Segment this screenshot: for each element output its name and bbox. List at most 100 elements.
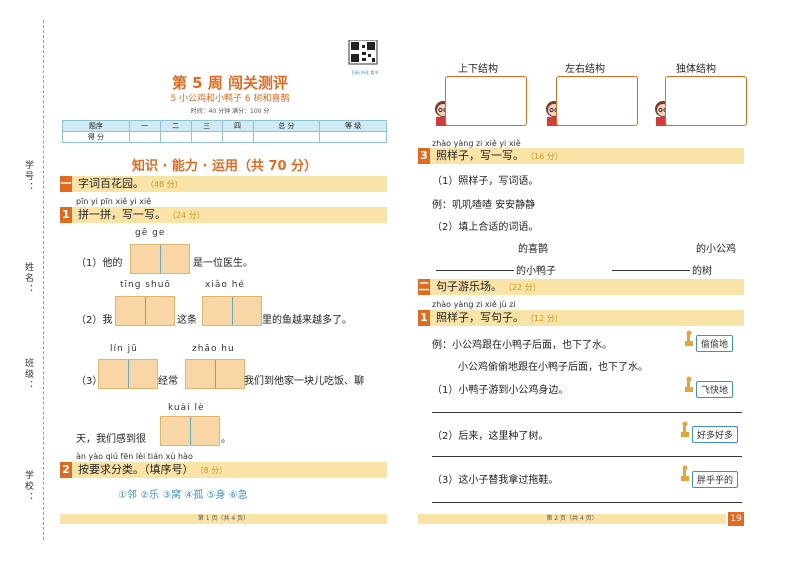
question-points: （12 分） <box>530 314 563 323</box>
score-cell[interactable] <box>221 131 254 143</box>
name-label: 姓名： <box>23 262 33 295</box>
answer-box[interactable] <box>445 76 527 126</box>
question-points: （8 分） <box>199 466 228 475</box>
q3-example: 例：叽叽喳喳 安安静静 <box>432 200 536 211</box>
example-sentence: 例：小公鸡跟在小鸭子后面，也下了水。 <box>432 340 612 351</box>
item-text: 经常 <box>158 376 178 387</box>
sentence-prompt: （3）这小子替我拿过拖鞋。 <box>432 475 559 486</box>
fill-blank[interactable] <box>612 260 690 271</box>
question-pinyin: àn yào qiú fēn lèi tián xù hào <box>76 452 193 461</box>
student-no-label: 学号： <box>23 160 33 193</box>
pinyin-prompt: gē ge <box>135 228 166 238</box>
pinyin-prompt: xiǎo hé <box>205 280 245 290</box>
q4-bar: 1 照样子，写句子。 （12 分） <box>418 310 744 326</box>
question-number: 1 <box>60 207 72 223</box>
page-meta: 时间：40 分钟 满分：100 分 <box>190 108 270 115</box>
pinyin-prompt: lín jū <box>110 344 138 354</box>
part-points: （22 分） <box>508 283 541 292</box>
structure-header: 独体结构 <box>676 64 716 75</box>
score-header: 二 <box>159 120 192 132</box>
pinyin-prompt: zhāo hu <box>192 344 235 354</box>
score-cell[interactable] <box>159 131 192 143</box>
fill-word: 的小公鸡 <box>696 244 736 255</box>
item-text: 我们到他家一块儿吃饭、聊 <box>244 376 364 387</box>
answer-box[interactable] <box>556 76 638 126</box>
structure-header: 左右结构 <box>565 64 605 75</box>
score-header: 题序 <box>62 120 130 132</box>
item-text: 。 <box>221 434 231 445</box>
fill-word: 的树 <box>692 266 712 277</box>
writing-grid[interactable] <box>130 244 190 274</box>
answer-box[interactable] <box>665 76 747 126</box>
school-label: 学校： <box>23 470 33 503</box>
fill-word: 的小鸭子 <box>516 266 556 277</box>
score-header: 三 <box>190 120 223 132</box>
score-row-label: 得 分 <box>62 131 130 143</box>
item-text: （3） <box>76 376 103 387</box>
answer-line[interactable] <box>432 502 742 503</box>
option-list: ①邻 ②乐 ③窝 ④孤 ⑤身 ⑥急 <box>118 490 248 501</box>
page-footer: 第 2 页（共 4 页） <box>418 514 726 524</box>
q3-bar: 3 照样子，写一写。 （16 分） <box>418 148 744 164</box>
item-text: （1）他的 <box>76 258 123 269</box>
class-label: 班级： <box>23 358 33 391</box>
q3-sub1: （1）照样子，写词语。 <box>432 176 539 187</box>
writing-grid[interactable] <box>98 359 158 389</box>
page-subtitle: 5 小公鸡和小鸭子 6 树和喜鹊 <box>170 94 290 104</box>
word-tag: 好多好多 <box>692 426 739 443</box>
question-title: 照样子，写一写。 <box>436 149 524 162</box>
item-text: （2）我 <box>76 315 113 326</box>
score-cell[interactable] <box>128 131 161 143</box>
part2-bar: 二句子游乐场。 （22 分） <box>418 279 744 295</box>
score-table: 题序 一 二 三 四 总 分 等 级 得 分 <box>62 120 387 143</box>
q3-sub2: （2）填上合适的词语。 <box>432 222 539 233</box>
question-title: 按要求分类。（填序号） <box>78 463 194 476</box>
fill-word: 的喜鹊 <box>518 244 548 255</box>
part-points: （48 分） <box>150 180 183 189</box>
word-tag: 偷偷地 <box>696 335 734 352</box>
giraffe-icon <box>681 465 689 481</box>
item-text: 这条 <box>177 315 197 326</box>
giraffe-icon <box>685 330 693 346</box>
part-title: 句子游乐场。 <box>436 280 502 293</box>
question-points: （24 分） <box>172 211 205 220</box>
part-title: 字词百花园。 <box>78 177 144 190</box>
item-text: 是一位医生。 <box>193 258 253 269</box>
pinyin-prompt: tīng shuō <box>120 280 171 290</box>
binding-line <box>43 20 44 540</box>
question-pinyin: zhào yàng zi xiě yi xiě <box>432 139 521 148</box>
page-number: 19 <box>728 512 744 526</box>
qr-caption: 扫码 听读 看书 <box>351 70 379 75</box>
score-cell[interactable] <box>190 131 223 143</box>
fill-blank[interactable] <box>436 260 514 271</box>
question-number: 2 <box>60 462 72 478</box>
score-cell[interactable] <box>252 131 321 143</box>
question-title: 照样子，写句子。 <box>436 311 524 324</box>
question-number: 3 <box>418 148 430 164</box>
example-answer: 小公鸡偷偷地跟在小鸭子后面，也下了水。 <box>458 362 648 373</box>
score-cell[interactable] <box>319 131 387 143</box>
answer-line[interactable] <box>432 412 742 413</box>
sentence-prompt: （1）小鸭子游到小公鸡身边。 <box>432 385 569 396</box>
writing-grid[interactable] <box>115 296 175 326</box>
question-pinyin: zhào yàng zi xiě jù zi <box>432 300 516 309</box>
score-header: 总 分 <box>252 120 321 132</box>
score-header: 等 级 <box>319 120 387 132</box>
question-points: （16 分） <box>530 152 563 161</box>
page-footer: 第 1 页（共 4 页） <box>60 514 387 524</box>
question-pinyin: pīn yi pīn xiě yi xiě <box>76 197 152 206</box>
section-heading: 知识 · 能力 · 运用（共 70 分） <box>131 159 318 174</box>
question-number: 1 <box>418 310 430 326</box>
giraffe-icon <box>685 376 693 392</box>
item-text: 天，我们感到很 <box>76 434 146 445</box>
part-number: 二 <box>418 279 430 295</box>
writing-grid[interactable] <box>160 416 220 446</box>
pinyin-prompt: kuài lè <box>168 403 205 413</box>
giraffe-icon <box>681 421 689 437</box>
writing-grid[interactable] <box>202 296 262 326</box>
sentence-prompt: （2）后来，这里种了树。 <box>432 431 549 442</box>
writing-grid[interactable] <box>185 359 245 389</box>
score-header: 四 <box>221 120 254 132</box>
answer-line[interactable] <box>432 456 742 457</box>
qr-code-icon <box>348 40 378 65</box>
